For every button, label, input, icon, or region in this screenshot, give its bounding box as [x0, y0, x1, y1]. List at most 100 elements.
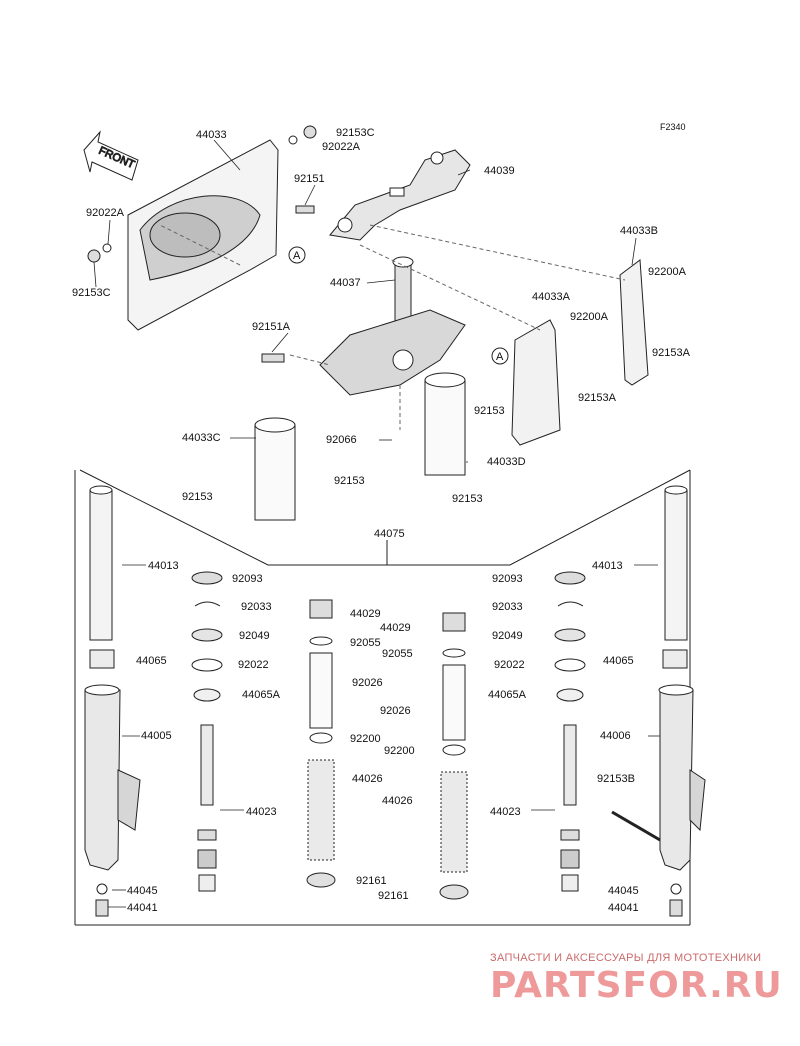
- label-92055-right: 92055: [382, 648, 413, 660]
- label-44029-right: 44029: [380, 622, 411, 634]
- cap-44029-right: [442, 612, 466, 632]
- label-92022A-top: 92022A: [322, 141, 361, 153]
- seal-92093-left: [191, 571, 223, 585]
- bolt-92151: [295, 205, 315, 214]
- label-44037: 44037: [330, 277, 361, 289]
- label-92151: 92151: [294, 173, 325, 185]
- label-44033B: 44033B: [620, 225, 658, 237]
- fork-tube-44013-right: [664, 485, 688, 641]
- label-44013-left: 44013: [148, 560, 179, 572]
- label-44075: 44075: [374, 528, 405, 540]
- label-92093-right: 92093: [492, 573, 523, 585]
- cover-44033B: [619, 259, 649, 386]
- ring-92049-left: [191, 628, 223, 642]
- label-92153-c: 92153: [452, 493, 483, 505]
- washer-92022A-top: [288, 135, 298, 145]
- label-44033D: 44033D: [487, 456, 526, 468]
- bushing-44065A-right: [556, 688, 584, 702]
- label-44026-center: 44026: [352, 773, 383, 785]
- washer-44045-left: [96, 883, 108, 895]
- washer-92022A-left: [102, 243, 112, 253]
- ref-marker-a-left: A: [288, 246, 306, 264]
- label-92022A-left: 92022A: [86, 207, 125, 219]
- spacer-92026-right: [442, 664, 466, 741]
- label-92153A-m: 92153A: [578, 392, 617, 404]
- seat-92161-right: [439, 884, 469, 900]
- label-92093-left: 92093: [232, 573, 263, 585]
- label-44023-right: 44023: [490, 806, 521, 818]
- seal-92093-right: [554, 571, 586, 585]
- label-44045-left: 44045: [127, 885, 158, 897]
- label-92066: 92066: [326, 434, 357, 446]
- upper-bracket-44039: [329, 149, 471, 241]
- label-92026-right: 92026: [380, 705, 411, 717]
- label-92161-right: 92161: [378, 890, 409, 902]
- label-92153-a: 92153: [182, 491, 213, 503]
- steering-stem-44037: [319, 256, 466, 396]
- label-44065A-left: 44065A: [242, 689, 281, 701]
- label-92151A: 92151A: [252, 321, 291, 333]
- bushing-44065-right: [662, 649, 688, 669]
- label-92033-left: 92033: [241, 601, 272, 613]
- part-labels: 44033 92153C 92022A 44039 92151 92022A 9…: [72, 127, 691, 914]
- spring-44026-right: [440, 771, 468, 873]
- label-92200A-r: 92200A: [648, 266, 687, 278]
- washer-92200-center: [309, 732, 333, 744]
- label-44033: 44033: [196, 129, 227, 141]
- label-92200-right: 92200: [384, 745, 415, 757]
- label-92026-center: 92026: [352, 677, 383, 689]
- label-44023-left: 44023: [246, 806, 277, 818]
- label-92153C-top: 92153C: [336, 127, 375, 139]
- svg-text:A: A: [293, 250, 301, 262]
- fork-tube-44013-left: [89, 485, 113, 641]
- label-44039: 44039: [484, 165, 515, 177]
- label-92022-right: 92022: [494, 659, 525, 671]
- bolt-44041-left: [95, 899, 109, 917]
- label-92055-center: 92055: [350, 637, 381, 649]
- bushing-44065-left: [89, 649, 115, 669]
- label-44005: 44005: [141, 730, 172, 742]
- watermark-brand: PARTSFOR.RU: [490, 965, 783, 1006]
- leader-lines: [93, 139, 660, 908]
- label-44006: 44006: [600, 730, 631, 742]
- cylinder-44023-left: [197, 724, 217, 892]
- outer-tube-44006: [658, 684, 706, 871]
- cover-44033A: [511, 319, 561, 446]
- label-44065-right: 44065: [603, 655, 634, 667]
- front-arrow-icon: [83, 130, 139, 181]
- label-92022-left: 92022: [238, 659, 269, 671]
- clip-92033-left: [194, 601, 221, 607]
- label-92033-right: 92033: [492, 601, 523, 613]
- label-44033A: 44033A: [532, 291, 571, 303]
- ring-92049-right: [554, 628, 586, 642]
- washer-44045-right: [670, 883, 682, 895]
- bushing-44065A-left: [193, 688, 221, 702]
- label-44065-left: 44065: [136, 655, 167, 667]
- bolt-44041-right: [669, 899, 683, 917]
- label-44045-right: 44045: [608, 885, 639, 897]
- label-44065A-right: 44065A: [488, 689, 527, 701]
- bolt-92151A: [261, 353, 285, 363]
- label-92153A-r: 92153A: [652, 347, 691, 359]
- outer-tube-44005: [84, 684, 141, 871]
- label-92153-b: 92153: [334, 475, 365, 487]
- label-92153-center: 92153: [474, 405, 505, 417]
- clip-92033-right: [557, 601, 584, 607]
- label-92161-center: 92161: [356, 875, 387, 887]
- label-44029-center: 44029: [350, 608, 381, 620]
- label-92153C-left: 92153C: [72, 287, 111, 299]
- label-44013-right: 44013: [592, 560, 623, 572]
- cylinder-44023-right: [560, 724, 580, 892]
- label-92200-center: 92200: [350, 733, 381, 745]
- o-ring-92055-center: [309, 636, 333, 646]
- label-44026-right: 44026: [382, 795, 413, 807]
- cover-44033: [127, 139, 279, 331]
- label-92049-right: 92049: [492, 630, 523, 642]
- label-44041-right: 44041: [608, 902, 639, 914]
- label-92049-left: 92049: [239, 630, 270, 642]
- label-44041-left: 44041: [127, 902, 158, 914]
- washer-92022-left: [191, 658, 223, 672]
- spring-44026-center: [307, 759, 335, 861]
- nut-92153C-top: [303, 125, 317, 139]
